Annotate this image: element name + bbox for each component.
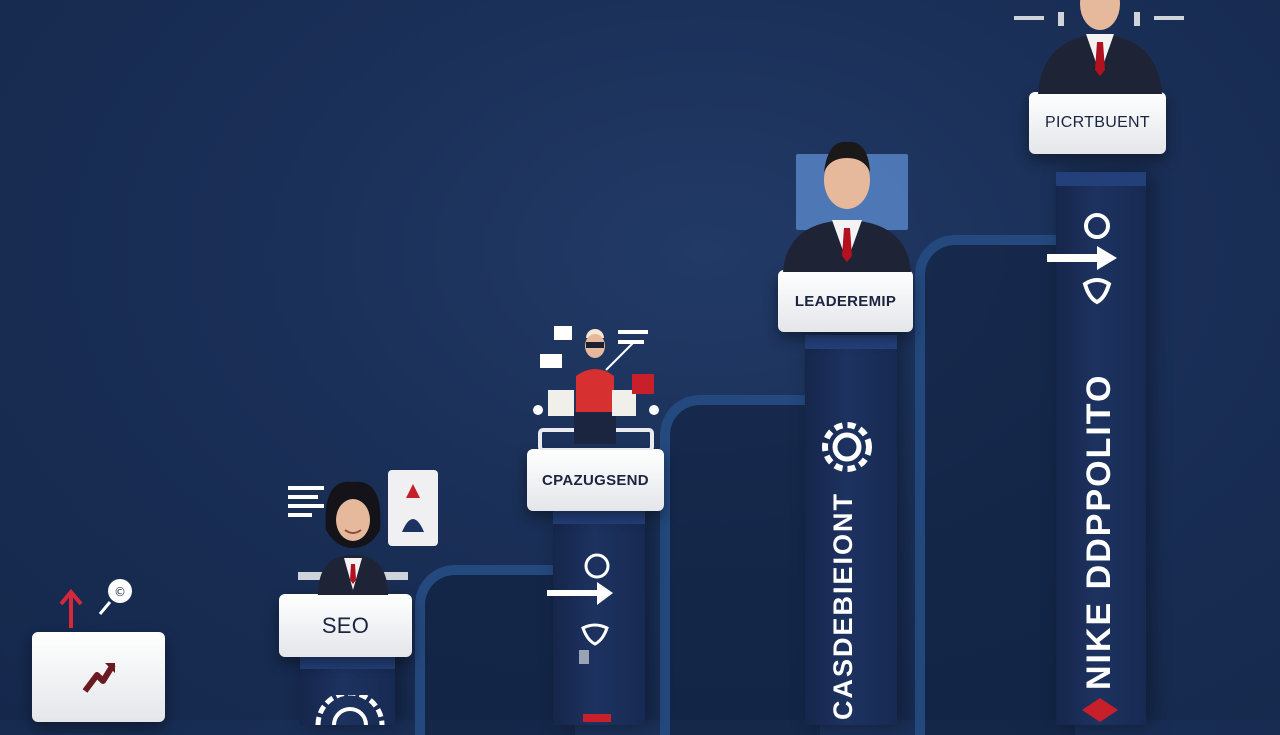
worker-figure xyxy=(533,326,659,450)
ramp-step-2 xyxy=(660,395,820,735)
warning-card-icon xyxy=(388,470,438,546)
career-ladder-illustration: CASDEBIEIONT NIKE DDPPOLITO SEO CPAZUGSE… xyxy=(32,0,1184,735)
svg-text:©: © xyxy=(114,585,126,599)
arrow-right-icon xyxy=(547,553,613,664)
sign-step-1 xyxy=(32,632,165,722)
diamond-icon xyxy=(1082,698,1118,722)
man-avatar xyxy=(783,141,911,272)
pillar-step-4 xyxy=(805,335,897,725)
clock-icon: © xyxy=(98,579,132,615)
sign-step-3: CPAZUGSEND xyxy=(527,449,664,511)
pillar-step-3 xyxy=(553,510,645,725)
ramp-step-3 xyxy=(915,235,1075,735)
president-avatar xyxy=(1014,0,1184,94)
growth-arrow-icon xyxy=(59,588,83,628)
sign-step-4: LEADEREMIP xyxy=(778,270,913,332)
pillar-label-step-4: CASDEBIEIONT xyxy=(828,491,858,720)
growth-arrow-icon xyxy=(82,663,116,693)
pillar-label-step-5: NIKE DDPPOLITO xyxy=(1080,373,1118,690)
woman-avatar xyxy=(298,481,408,595)
sign-step-5: PICRTBUENT xyxy=(1029,92,1166,154)
sign-step-2: SEO xyxy=(279,594,412,657)
gear-icon xyxy=(315,695,385,725)
gear-icon xyxy=(822,422,872,472)
red-marker xyxy=(583,714,611,722)
arrow-right-icon xyxy=(1047,213,1117,305)
document-lines-icon xyxy=(288,486,324,517)
